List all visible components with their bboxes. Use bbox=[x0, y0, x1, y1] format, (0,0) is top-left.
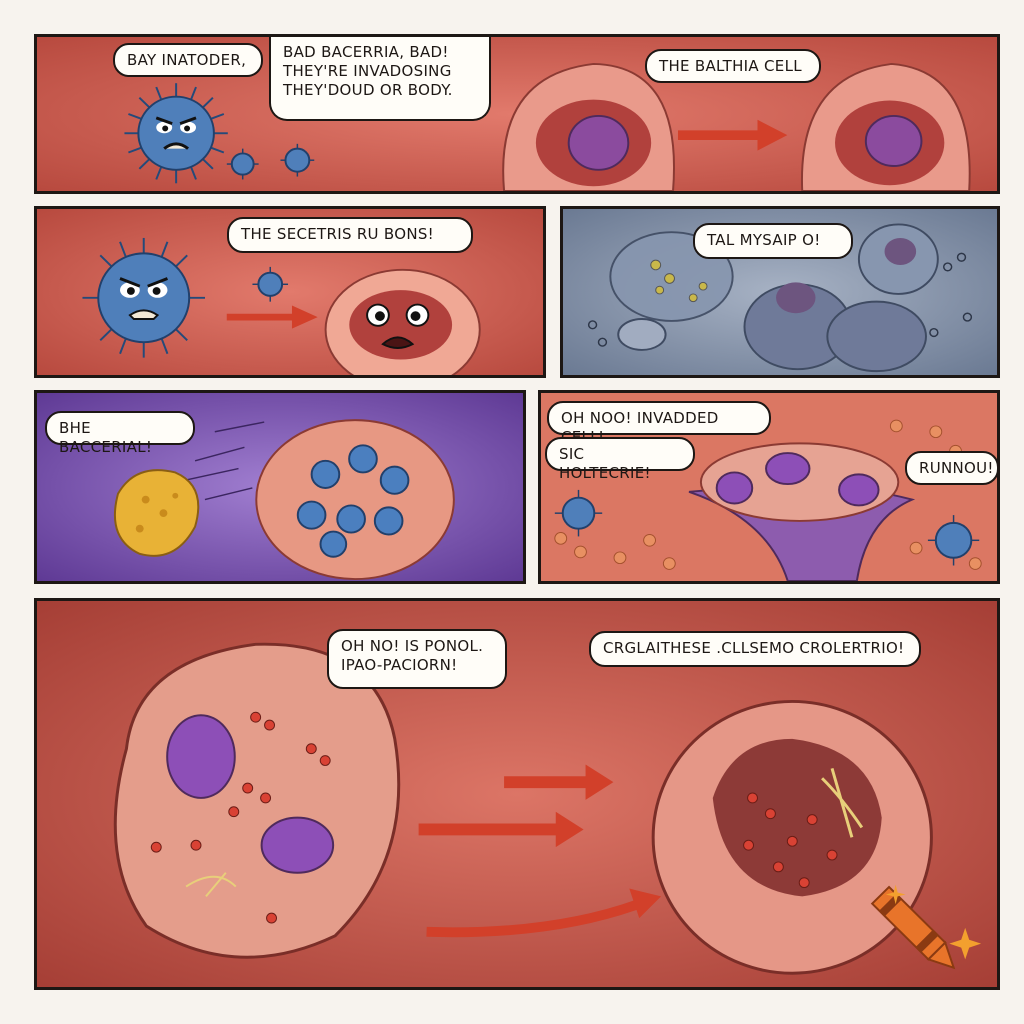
speech-bubble: TAL MYSAIP O! bbox=[693, 223, 853, 259]
speech-bubble: CRGLAITHESE .CLLSEMO CROLERTRIO! bbox=[589, 631, 921, 667]
panel-1: BAY INATODER, BAD BACERRIA, BAD! THEY'RE… bbox=[34, 34, 1000, 194]
speech-bubble: THE SECETRIS RU BONS! bbox=[227, 217, 473, 253]
speech-bubble: OH NO! IS PONOL. IPAO-PACIORN! bbox=[327, 629, 507, 689]
panel-3: TAL MYSAIP O! bbox=[560, 206, 1000, 378]
arrow-icon bbox=[226, 305, 318, 329]
speech-bubble: BAD BACERRIA, BAD! THEY'RE INVADOSING TH… bbox=[269, 37, 491, 121]
bacterium-icon bbox=[927, 515, 980, 566]
yellow-bacterium-icon bbox=[113, 469, 200, 557]
panel-4: BHE BACCERIAL! bbox=[34, 390, 526, 584]
dying-cell-icon bbox=[651, 699, 933, 975]
healthy-cell-icon bbox=[502, 62, 675, 191]
small-bacterium-icon bbox=[226, 148, 259, 180]
small-bacterium-icon bbox=[252, 266, 289, 302]
panel-5: OH NOO! INVADDED CELLL SIC HOLTECRIE! RU… bbox=[538, 390, 1000, 584]
arrow-icon bbox=[418, 764, 662, 938]
arrow-icon bbox=[677, 119, 788, 151]
small-bacterium-icon bbox=[280, 143, 315, 177]
speech-bubble: SIC HOLTECRIE! bbox=[545, 437, 695, 482]
healthy-cell-icon bbox=[801, 62, 971, 191]
sparkle-icon bbox=[885, 884, 982, 960]
scared-cell-icon bbox=[324, 268, 481, 375]
speech-bubble: BHE BACCERIAL! bbox=[45, 411, 195, 456]
speech-bubble: BAY INATODER, bbox=[113, 43, 263, 77]
panel-1-art bbox=[37, 37, 997, 191]
speech-bubble: RUNNOU! bbox=[905, 451, 997, 485]
angry-bacterium-icon bbox=[124, 83, 228, 184]
crayon-icon bbox=[870, 885, 956, 970]
angry-bacterium-icon bbox=[82, 237, 206, 358]
large-cell-icon bbox=[113, 642, 401, 959]
speech-bubble: THE BALTHIA CELL bbox=[645, 49, 821, 83]
infected-cell-icon bbox=[255, 419, 455, 581]
panel-6: OH NO! IS PONOL. IPAO-PACIORN! CRGLAITHE… bbox=[34, 598, 1000, 990]
panel-2: THE SECETRIS RU BONS! bbox=[34, 206, 546, 378]
invaded-cell-icon bbox=[688, 442, 916, 581]
speech-bubble: OH NOO! INVADDED CELLL bbox=[547, 401, 771, 446]
panel-6-art bbox=[37, 601, 997, 987]
bacterium-icon bbox=[554, 489, 603, 537]
